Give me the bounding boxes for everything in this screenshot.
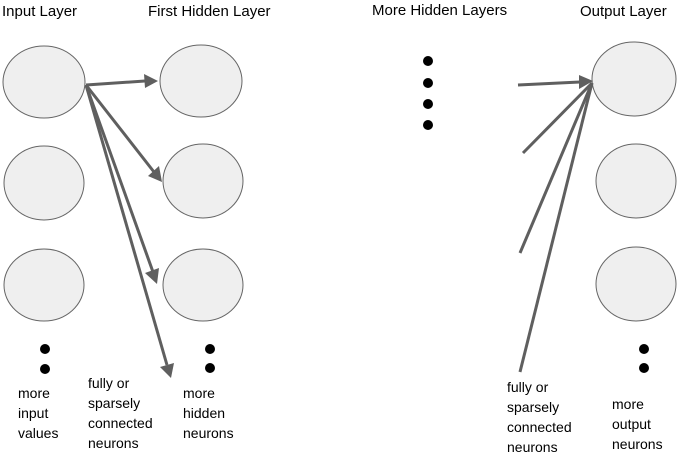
connection-line	[521, 81, 594, 155]
connection-arrow	[517, 75, 593, 89]
output-layer	[591, 41, 677, 373]
hidden-neuron	[159, 44, 243, 118]
ellipsis-dot	[40, 364, 50, 374]
hidden-caption-line: hidden	[183, 405, 225, 421]
more-hidden-layers	[423, 56, 433, 130]
input-layer	[2, 45, 86, 374]
ellipsis-dot	[639, 363, 649, 373]
right-connection-label-line: neurons	[507, 439, 558, 453]
hidden-to-output-connections	[517, 75, 594, 373]
hidden-caption-line: neurons	[183, 425, 234, 441]
hidden-neuron	[162, 143, 244, 219]
input-caption-line: input	[18, 405, 48, 421]
connection-line	[518, 82, 594, 254]
input-neuron	[3, 248, 85, 322]
connection-arrow	[84, 84, 162, 182]
connection-arrow	[85, 74, 158, 88]
input-caption-line: values	[18, 425, 58, 441]
output-neuron	[595, 246, 677, 322]
input-neuron	[3, 145, 85, 221]
input-to-hidden-connections	[84, 74, 174, 378]
output-neuron	[591, 41, 677, 117]
connection-arrow	[84, 84, 159, 284]
left-connection-label-line: fully or	[88, 375, 130, 391]
ellipsis-dot	[639, 344, 649, 354]
ellipsis-dot	[205, 363, 215, 373]
first-hidden-layer-title: First Hidden Layer	[148, 3, 271, 20]
right-connection-label-line: connected	[507, 419, 572, 435]
hidden-caption-line: more	[183, 385, 215, 401]
ellipsis-dot	[423, 99, 433, 109]
output-caption-line: more	[612, 396, 644, 412]
more-hidden-layers-title: More Hidden Layers	[372, 2, 507, 19]
first-hidden-layer	[159, 44, 244, 373]
output-caption-line: neurons	[612, 436, 663, 452]
left-connection-label-line: sparsely	[88, 395, 140, 411]
right-connection-label-line: sparsely	[507, 399, 559, 415]
ellipsis-dot	[423, 120, 433, 130]
output-caption-line: output	[612, 416, 651, 432]
connection-line	[518, 82, 594, 373]
right-connection-label-line: fully or	[507, 379, 549, 395]
left-connection-label-line: neurons	[88, 435, 139, 451]
input-layer-title: Input Layer	[2, 3, 77, 20]
hidden-neuron	[162, 248, 244, 322]
ellipsis-dot	[40, 344, 50, 354]
input-caption-line: more	[18, 385, 50, 401]
output-layer-title: Output Layer	[580, 3, 667, 20]
connection-arrow	[84, 84, 174, 378]
output-neuron	[595, 143, 677, 219]
left-connection-label-line: connected	[88, 415, 153, 431]
input-neuron	[2, 45, 86, 119]
ellipsis-dot	[205, 344, 215, 354]
ellipsis-dot	[423, 78, 433, 88]
ellipsis-dot	[423, 56, 433, 66]
